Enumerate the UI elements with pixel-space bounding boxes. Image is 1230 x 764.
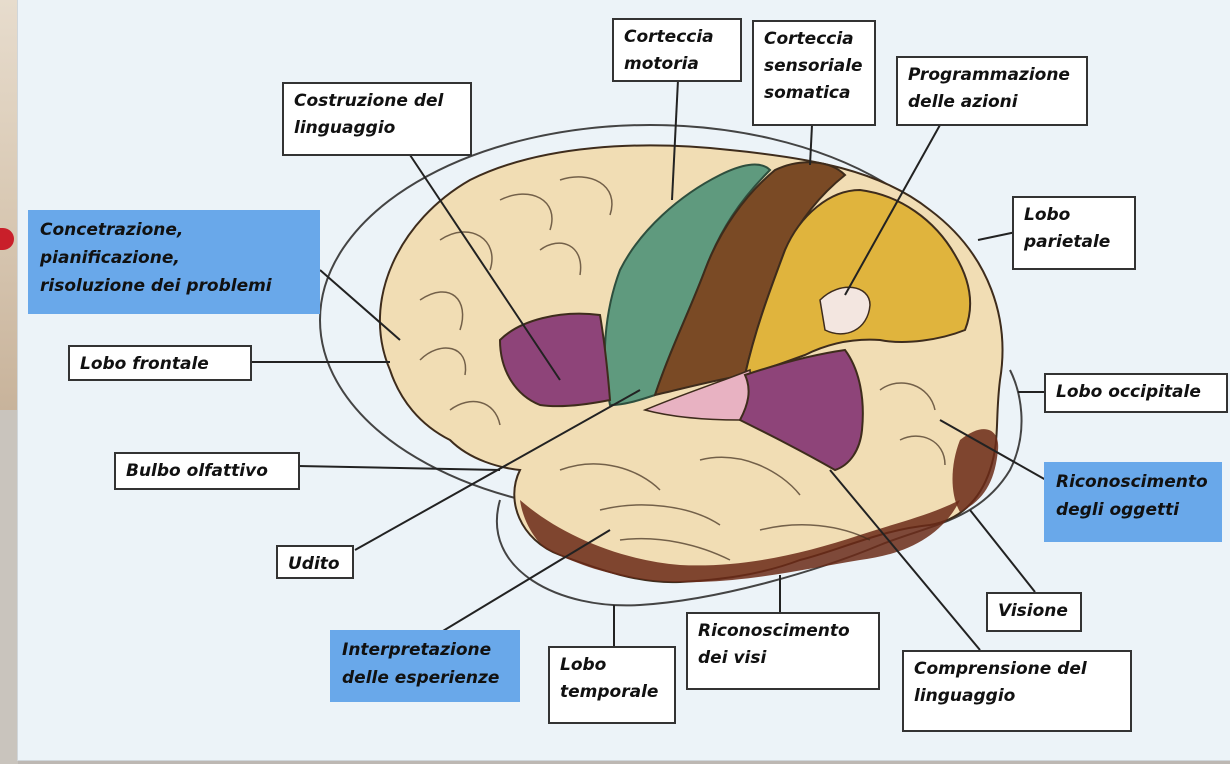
label-comprensione-linguaggio: Comprensione del linguaggio <box>902 650 1132 732</box>
label-bulbo-olfattivo: Bulbo olfattivo <box>114 452 300 490</box>
label-costruzione-linguaggio: Costruzione del linguaggio <box>282 82 472 156</box>
label-lobo-occipitale: Lobo occipitale <box>1044 373 1228 413</box>
label-corteccia-sensoriale: Corteccia sensoriale somatica <box>752 20 876 126</box>
label-corteccia-motoria: Corteccia motoria <box>612 18 742 82</box>
highlight-concentrazione: Concetrazione, pianificazione, risoluzio… <box>28 210 320 314</box>
label-riconoscimento-visi: Riconoscimento dei visi <box>686 612 880 690</box>
label-lobo-temporale: Lobo temporale <box>548 646 676 724</box>
label-visione: Visione <box>986 592 1082 632</box>
highlight-interpretazione: Interpretazione delle esperienze <box>330 630 520 702</box>
label-lobo-frontale: Lobo frontale <box>68 345 252 381</box>
label-programmazione: Programmazione delle azioni <box>896 56 1088 126</box>
label-lobo-parietale: Lobo parietale <box>1012 196 1136 270</box>
label-udito: Udito <box>276 545 354 579</box>
highlight-riconoscimento-oggetti: Riconoscimento degli oggetti <box>1044 462 1222 542</box>
